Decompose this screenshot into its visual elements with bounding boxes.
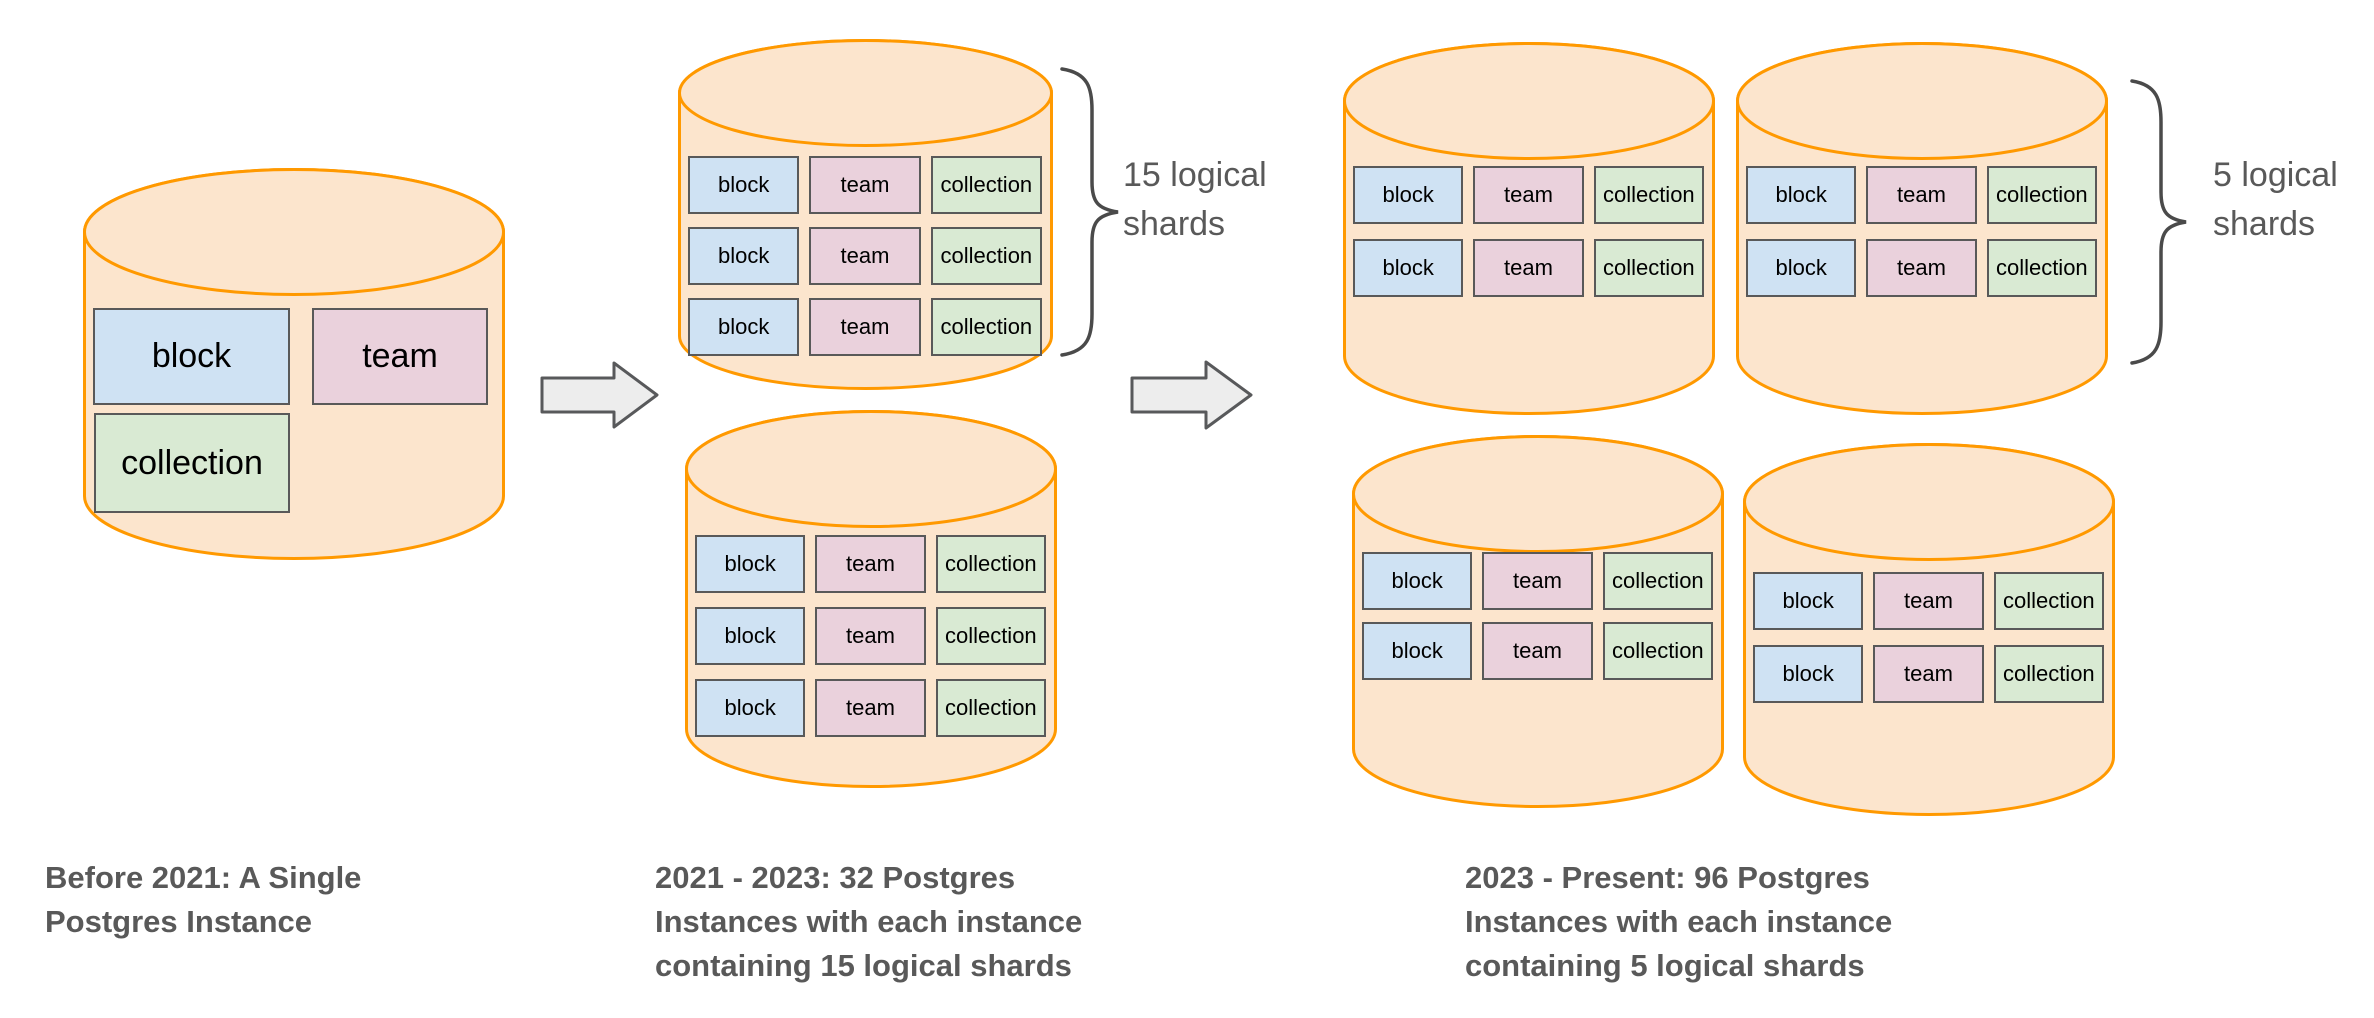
- shard-count-label-5: 5 logical shards: [2213, 156, 2338, 243]
- team-table: team: [815, 535, 926, 593]
- block-table: block: [695, 535, 806, 593]
- collection-table: collection: [1993, 572, 2104, 630]
- collection-table: collection: [930, 227, 1042, 285]
- logical-shard-row: block team collection: [1753, 645, 2104, 703]
- logical-shard-row: block team collection: [695, 679, 1046, 737]
- collection-table: collection: [930, 298, 1042, 356]
- collection-table: collection: [930, 156, 1042, 214]
- database-cylinder-icon: [1743, 443, 2115, 816]
- collection-table: collection: [1602, 552, 1713, 610]
- caption-stage3: 2023 - Present: 96 Postgres Instances wi…: [1465, 860, 1893, 983]
- cylinder-stage1-instance: block team collection: [83, 168, 505, 560]
- logical-shard-row: block team collection: [695, 535, 1046, 593]
- team-table: team: [809, 298, 921, 356]
- database-cylinder-icon: [1352, 435, 1724, 808]
- right-arrow-icon: [540, 361, 659, 429]
- team-table: team: [1873, 572, 1984, 630]
- table-row: collection: [94, 413, 290, 513]
- cylinder-stage3-top-right: block team collection block team collect…: [1736, 42, 2108, 415]
- caption-stage2: 2021 - 2023: 32 Postgres Instances with …: [655, 860, 1083, 983]
- block-table: block: [1746, 166, 1857, 224]
- logical-shard-row: block team collection: [688, 156, 1042, 214]
- logical-shard-row: block team collection: [1362, 622, 1713, 680]
- collection-table: collection: [1593, 166, 1704, 224]
- collection-table: collection: [1993, 645, 2104, 703]
- team-table: team: [1866, 166, 1977, 224]
- logical-shard-row: block team collection: [1362, 552, 1713, 610]
- logical-shard-row: block team collection: [688, 298, 1042, 356]
- team-table: team: [1873, 645, 1984, 703]
- collection-table: collection: [1602, 622, 1713, 680]
- logical-shard-row: block team collection: [1753, 572, 2104, 630]
- right-arrow-icon: [1130, 360, 1253, 430]
- team-table: team: [1482, 622, 1593, 680]
- block-table: block: [1753, 645, 1864, 703]
- collection-table: collection: [935, 607, 1046, 665]
- block-table: block: [1353, 166, 1464, 224]
- team-table: team: [815, 607, 926, 665]
- collection-table: collection: [94, 413, 290, 513]
- logical-shard-row: block team collection: [1746, 166, 2097, 224]
- cylinder-stage3-bottom-left: block team collection block team collect…: [1352, 435, 1724, 808]
- block-table: block: [93, 308, 290, 405]
- collection-table: collection: [1593, 239, 1704, 297]
- collection-table: collection: [1986, 239, 2097, 297]
- block-table: block: [1746, 239, 1857, 297]
- team-table: team: [1473, 166, 1584, 224]
- block-table: block: [1362, 622, 1473, 680]
- cylinder-stage3-top-left: block team collection block team collect…: [1343, 42, 1715, 415]
- block-table: block: [688, 227, 800, 285]
- shard-count-label-15: 15 logical shards: [1123, 156, 1267, 243]
- cylinder-stage2-top: block team collection block team collect…: [678, 39, 1053, 390]
- database-cylinder-icon: [1343, 42, 1715, 415]
- block-table: block: [688, 156, 800, 214]
- curly-brace-icon: [1060, 67, 1119, 357]
- block-table: block: [695, 607, 806, 665]
- logical-shard-row: block team collection: [695, 607, 1046, 665]
- collection-table: collection: [935, 535, 1046, 593]
- database-cylinder-icon: [1736, 42, 2108, 415]
- block-table: block: [688, 298, 800, 356]
- logical-shard-row: block team collection: [1353, 166, 1704, 224]
- team-table: team: [312, 308, 488, 405]
- team-table: team: [1473, 239, 1584, 297]
- team-table: team: [815, 679, 926, 737]
- curly-brace-icon: [2130, 79, 2187, 365]
- cylinder-stage3-bottom-right: block team collection block team collect…: [1743, 443, 2115, 816]
- team-table: team: [1866, 239, 1977, 297]
- block-table: block: [1362, 552, 1473, 610]
- team-table: team: [1482, 552, 1593, 610]
- block-table: block: [1753, 572, 1864, 630]
- team-table: team: [809, 156, 921, 214]
- logical-shard-row: block team collection: [1746, 239, 2097, 297]
- table-row: block team: [93, 308, 488, 405]
- caption-stage1: Before 2021: A Single Postgres Instance: [45, 860, 362, 939]
- collection-table: collection: [1986, 166, 2097, 224]
- cylinder-stage2-bottom: block team collection block team collect…: [685, 410, 1057, 788]
- block-table: block: [695, 679, 806, 737]
- logical-shard-row: block team collection: [1353, 239, 1704, 297]
- logical-shard-row: block team collection: [688, 227, 1042, 285]
- block-table: block: [1353, 239, 1464, 297]
- team-table: team: [809, 227, 921, 285]
- collection-table: collection: [935, 679, 1046, 737]
